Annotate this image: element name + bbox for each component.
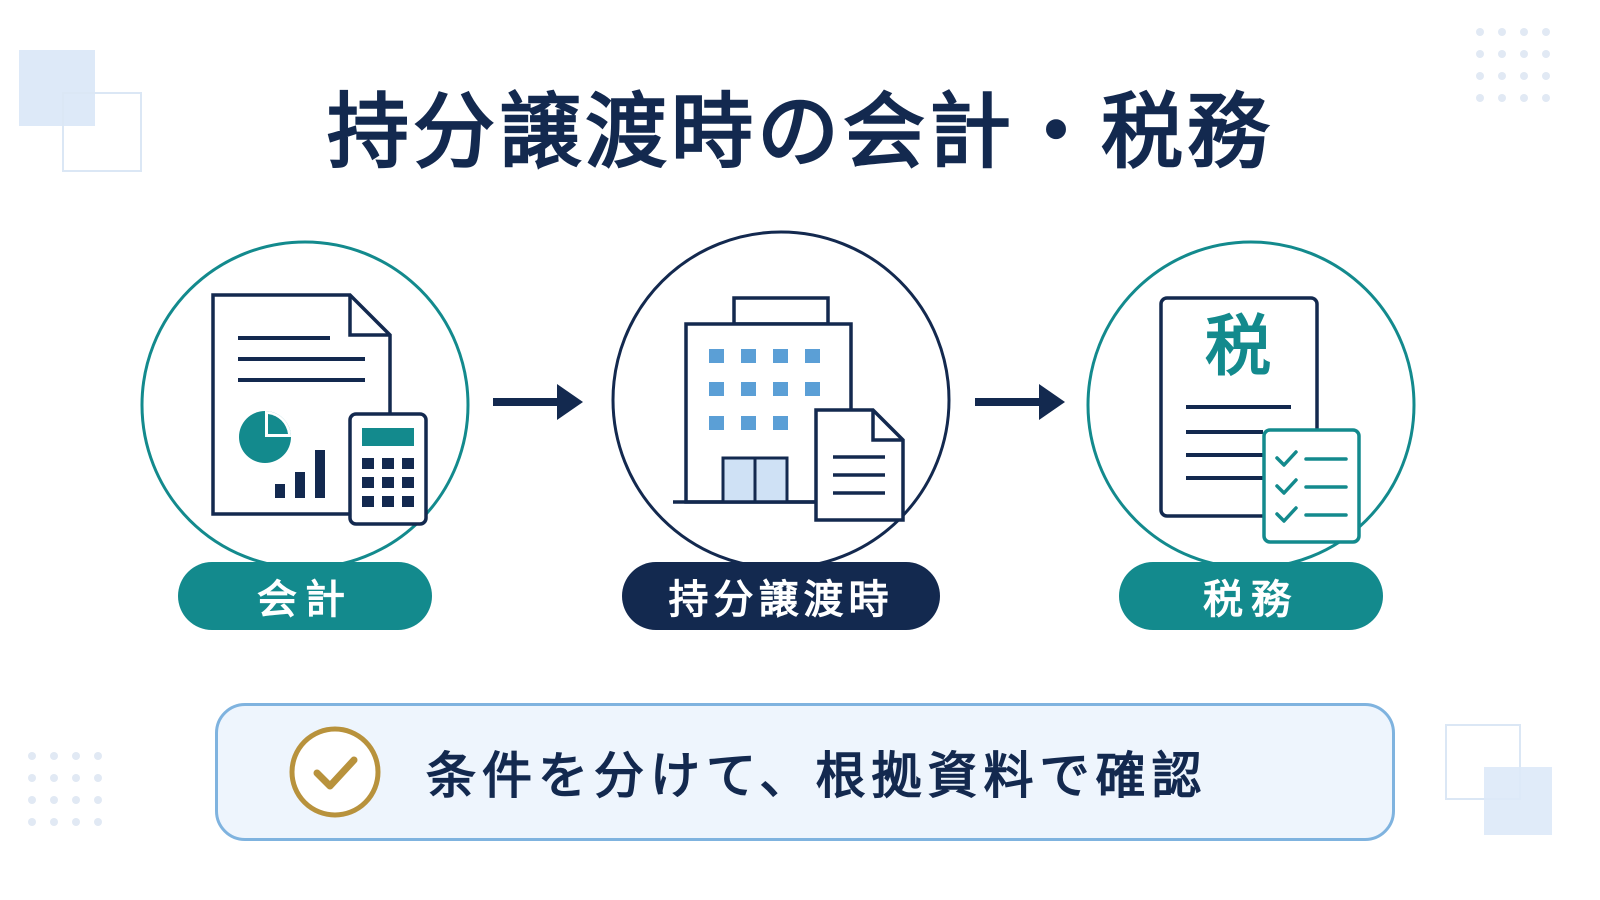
summary-callout: 条件を分けて、根拠資料で確認 bbox=[215, 703, 1395, 841]
decor-square-outline-bottom-right bbox=[1445, 724, 1521, 800]
arrow-right-icon bbox=[493, 384, 583, 420]
arrow-right-icon bbox=[975, 384, 1065, 420]
node-accounting: 会計 bbox=[140, 240, 470, 630]
decor-dots-top-right bbox=[1476, 28, 1550, 102]
check-circle-icon bbox=[289, 726, 381, 818]
node-accounting-label: 会計 bbox=[178, 562, 432, 630]
accounting-document-calculator-icon bbox=[211, 293, 428, 526]
node-equity-transfer-label: 持分譲渡時 bbox=[622, 562, 940, 630]
node-tax-label: 税務 bbox=[1119, 562, 1383, 630]
tax-document-checklist-icon: 税 bbox=[1158, 295, 1368, 545]
office-building-document-icon bbox=[673, 296, 905, 522]
node-equity-transfer: 持分譲渡時 bbox=[611, 230, 951, 630]
node-tax: 税 税務 bbox=[1086, 240, 1416, 630]
page-title: 持分譲渡時の会計・税務 bbox=[326, 85, 1273, 180]
decor-dots-bottom-left bbox=[28, 752, 102, 826]
summary-callout-text: 条件を分けて、根拠資料で確認 bbox=[426, 747, 1208, 805]
decor-square-top-left bbox=[19, 50, 95, 126]
decor-square-bottom-right bbox=[1484, 767, 1552, 835]
decor-square-outline-top-left bbox=[62, 92, 142, 172]
tax-glyph: 税 bbox=[1205, 308, 1271, 385]
